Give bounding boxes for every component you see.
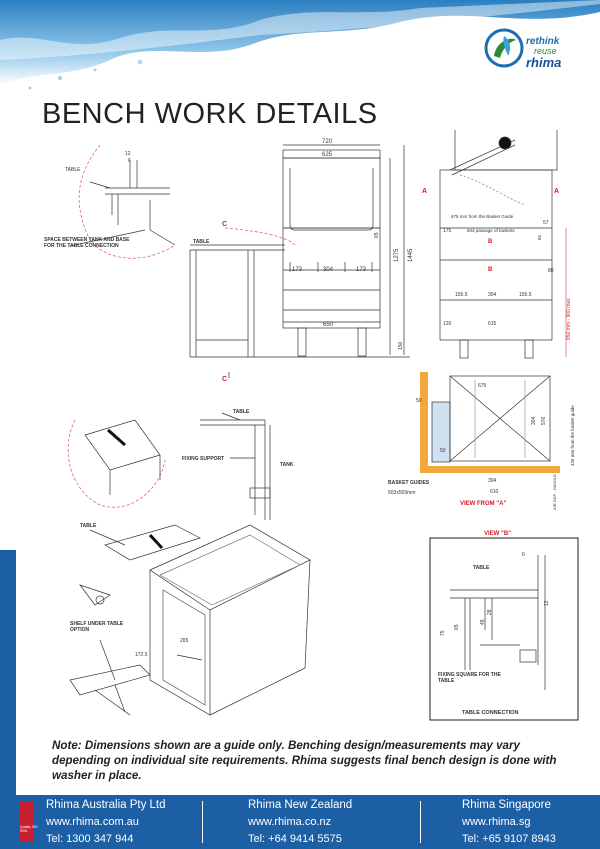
label-shelf-under: SHELF UNDER TABLE OPTION (70, 621, 124, 633)
footer-new-zealand: Rhima New Zealand www.rhima.co.nz Tel: +… (248, 797, 352, 848)
footer-au-tel: Tel: 1300 347 944 (46, 833, 134, 845)
drawing-label-d304b: 304 (488, 292, 497, 298)
drawing-label-air-gap: AIR GAP - HANDLE (552, 474, 557, 510)
drawing-label-basket-guides: BASKET GUIDES (388, 480, 430, 486)
drawing-label-d173b: 173 (356, 267, 367, 273)
drawing-label-table-c: TABLE (233, 409, 250, 415)
footer-australia: Rhima Australia Pty Ltd www.rhima.com.au… (46, 797, 166, 848)
footer-sg-web[interactable]: www.rhima.sg (462, 816, 531, 828)
drawing-label-d175: 175 (443, 228, 452, 234)
footer-nz-tel: Tel: +64 9414 5575 (248, 833, 342, 845)
footer: Quality ISO 9001 Rhima Australia Pty Ltd… (0, 795, 600, 849)
drawing-label-d650: 650 (323, 322, 334, 328)
drawing-label-d75: 75 (440, 630, 446, 636)
drawing-label-d576: 576 (541, 416, 547, 425)
logo-text-rhima: rhima (526, 55, 562, 70)
drawing-label-view-b: VIEW "B" (484, 531, 511, 537)
quality-badge-text: Quality ISO 9001 (20, 825, 38, 833)
footer-nz-web[interactable]: www.rhima.co.nz (248, 816, 332, 828)
drawing-label-d120: 120 (443, 321, 452, 327)
front-elevation: 720 625 173 304 173 650 65 1275 1445 150… (189, 139, 414, 383)
drawing-label-d6b: 6 (522, 552, 525, 558)
drawing-label-a-mark: A (554, 188, 559, 195)
footer-singapore: Rhima Singapore www.rhima.sg Tel: +65 91… (462, 797, 556, 848)
fixing-support-detail: TABLE FIXING SUPPORT TANK (67, 409, 294, 520)
isometric-tank: TABLE 265 172.5 SHELF UNDER TABLE OPTION (69, 523, 311, 716)
drawing-label-d65b: 65 (537, 234, 542, 240)
drawing-label-b-mark: B (488, 239, 493, 245)
drawing-label-table-d: TABLE (80, 523, 97, 529)
drawing-label-d1445: 1445 (408, 248, 414, 262)
drawing-label-from-basket-guide: 675 mm from the Basket Guide (451, 214, 514, 219)
drawing-label-d12: 12 (125, 151, 131, 157)
drawing-label-d6: 6 (128, 158, 131, 164)
side-elevation: 675 mm from the Basket Guide 57 175 503 … (422, 130, 572, 359)
drawing-label-basket-size: 503x503mm (388, 490, 416, 496)
page-title: BENCH WORK DETAILS (42, 98, 378, 130)
drawing-label-d1555b: 155.5 (519, 292, 532, 298)
drawing-label-a-mark: A (422, 188, 427, 195)
drawing-label-view-from-a: VIEW FROM "A" (460, 501, 507, 507)
footer-au-web[interactable]: www.rhima.com.au (46, 816, 139, 828)
technical-drawing: TABLE 12 6 SPACE BETWEEN TANK AND BASE F… (44, 130, 579, 721)
view-b-table-connection: VIEW "B" TABLE 6 12 49 28 75 65 FIXING S… (429, 531, 579, 721)
drawing-label-d610: 610 (490, 489, 499, 495)
drawing-label-d49: 49 (480, 619, 486, 625)
logo-text-rethink: rethink (526, 36, 560, 47)
drawing-label-table-e: TABLE (473, 565, 490, 571)
drawing-label-b-mark: B (488, 267, 493, 273)
drawing-label-from-basket-guide-side: 426 mm from the basket guide (570, 405, 575, 466)
footer-divider (202, 801, 203, 843)
drawing-label-d720: 720 (322, 139, 333, 145)
drawing-label-d173a: 173 (292, 267, 303, 273)
logo-text-reuse: reuse (534, 46, 557, 56)
drawing-label-d1555a: 155.5 (455, 292, 468, 298)
drawing-label-passage-baskets: 503 passage of baskets (467, 228, 515, 233)
drawing-label-d304a: 304 (323, 267, 334, 273)
drawing-label-table-connection: TABLE CONNECTION (462, 710, 518, 716)
header-water-wave (0, 0, 600, 90)
drawing-label-d28: 28 (487, 609, 493, 615)
drawing-label-d150: 150 (398, 341, 404, 350)
table-detail-top-left: TABLE 12 6 SPACE BETWEEN TANK AND BASE F… (44, 144, 176, 259)
drawing-label-tank: TANK (280, 462, 294, 468)
drawing-label-d65c: 65 (454, 624, 460, 630)
view-from-a: 675 50 304 576 50 304 610 426 mm from th… (388, 372, 575, 510)
drawing-label-d12b: 12 (544, 600, 550, 606)
rhima-logo: rethink reuse rhima (482, 26, 582, 76)
drawing-label-d304d: 304 (488, 478, 497, 484)
drawing-label-c-mark: C (222, 376, 227, 383)
drawing-label-d675: 675 (478, 383, 487, 389)
rhima-swirl-icon (484, 28, 524, 68)
footer-sg-tel: Tel: +65 9107 8943 (462, 833, 556, 845)
quality-badge (20, 801, 34, 841)
footer-au-name: Rhima Australia Pty Ltd (46, 799, 166, 811)
drawing-label-d304c: 304 (531, 416, 537, 425)
drawing-label-d80: 80 (548, 268, 554, 274)
footer-divider (420, 801, 421, 843)
drawing-label-d625: 625 (322, 152, 333, 158)
drawing-label-d1275: 1275 (394, 248, 400, 262)
drawing-label-d50b: 50 (440, 448, 446, 454)
drawing-label-table-b: TABLE (193, 239, 210, 245)
footer-sg-name: Rhima Singapore (462, 799, 551, 811)
footer-nz-name: Rhima New Zealand (248, 799, 353, 811)
drawing-label-d65: 65 (374, 232, 380, 238)
drawing-label-d265: 265 (180, 638, 189, 644)
label-space-between: SPACE BETWEEN TANK AND BASE FOR THE TABL… (44, 237, 130, 249)
drawing-label-height-range: 850 mm - 900 max (566, 298, 572, 340)
drawing-label-c-mark: C (222, 221, 227, 228)
label-table-a: TABLE (65, 167, 81, 173)
drawing-label-d615: 615 (488, 321, 497, 327)
note-text: Note: Dimensions shown are a guide only.… (52, 739, 557, 782)
drawing-label-d57: 57 (543, 220, 549, 226)
drawing-label-d50: 50 (416, 398, 422, 404)
drawing-label-fixing-support: FIXING SUPPORT (182, 456, 224, 462)
label-fixing-square: FIXING SQUARE FOR THE TABLE (438, 672, 501, 684)
drawing-label-d1725: 172.5 (135, 652, 148, 658)
left-brand-stripe (0, 550, 16, 849)
